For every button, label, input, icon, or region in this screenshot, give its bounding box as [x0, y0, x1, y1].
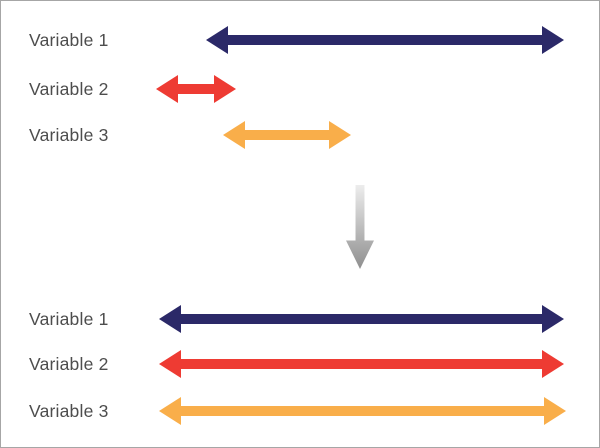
- arrow-shaft: [177, 406, 548, 416]
- arrowhead-left-icon: [159, 350, 181, 378]
- arrowhead-left-icon: [159, 305, 181, 333]
- label-variable-3-after: Variable 3: [29, 401, 109, 421]
- arrowhead-right-icon: [542, 305, 564, 333]
- arrowhead-right-icon: [329, 121, 351, 149]
- label-variable-1-after: Variable 1: [29, 309, 109, 329]
- arrowhead-right-icon: [542, 350, 564, 378]
- arrow-shaft: [177, 359, 546, 369]
- label-variable-1-before: Variable 1: [29, 30, 109, 50]
- range-arrow-variable-1-before-icon: [206, 26, 564, 54]
- label-variable-3-before: Variable 3: [29, 125, 109, 145]
- arrowhead-left-icon: [223, 121, 245, 149]
- range-arrow-variable-3-after-icon: [159, 397, 566, 425]
- label-variable-2-after: Variable 2: [29, 354, 109, 374]
- range-arrow-variable-3-before-icon: [223, 121, 351, 149]
- arrowhead-right-icon: [214, 75, 236, 103]
- transform-down-arrow-icon: [346, 185, 374, 269]
- arrowhead-left-icon: [206, 26, 228, 54]
- range-arrow-variable-2-after-icon: [159, 350, 564, 378]
- arrowhead-right-icon: [542, 26, 564, 54]
- arrow-shaft: [224, 35, 546, 45]
- arrowhead-left-icon: [159, 397, 181, 425]
- label-variable-2-before: Variable 2: [29, 79, 109, 99]
- arrow-shaft: [174, 84, 218, 94]
- arrow-shaft: [177, 314, 546, 324]
- range-arrow-variable-2-before-icon: [156, 75, 236, 103]
- range-arrow-variable-1-after-icon: [159, 305, 564, 333]
- arrowhead-right-icon: [544, 397, 566, 425]
- arrowhead-left-icon: [156, 75, 178, 103]
- arrow-shaft: [241, 130, 333, 140]
